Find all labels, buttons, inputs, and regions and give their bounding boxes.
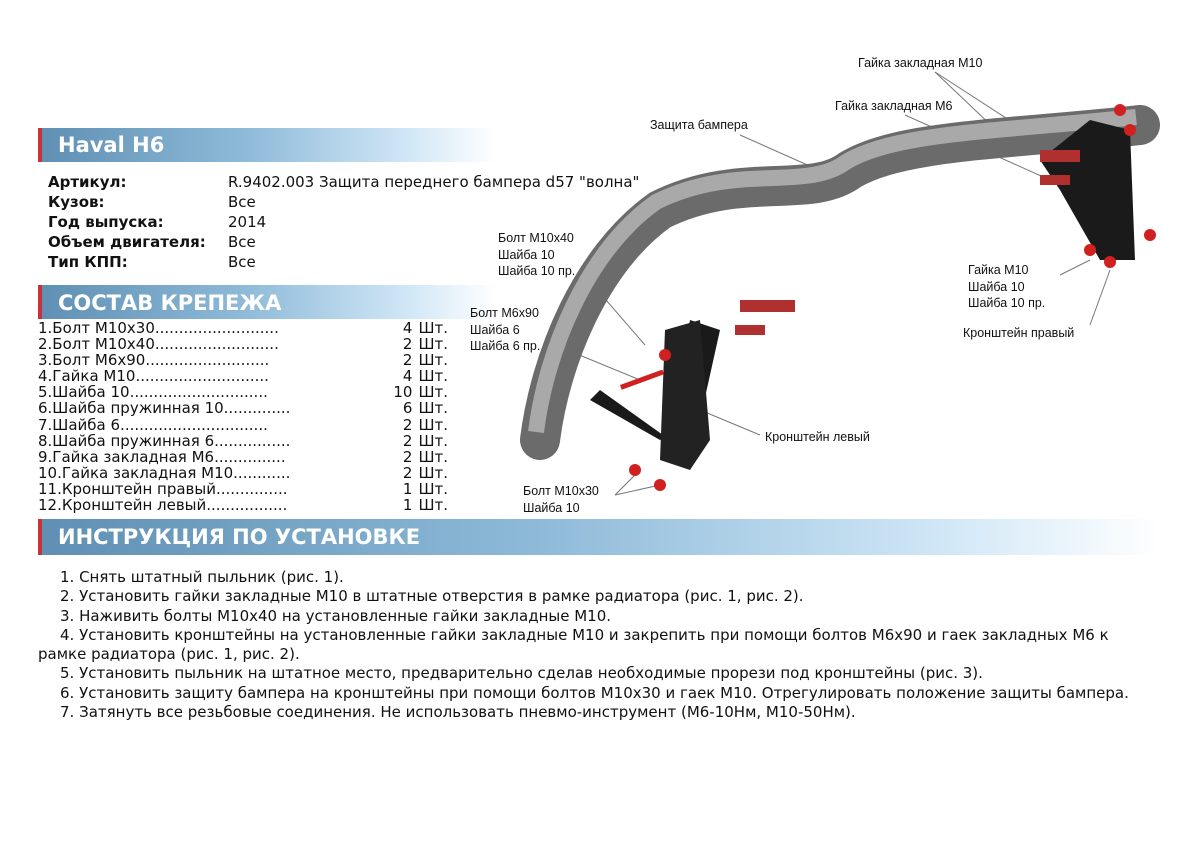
part-unit: Шт.	[418, 399, 448, 418]
parts-row: 6.Шайба пружинная 10.............. 6 Шт.	[38, 400, 448, 416]
label-line: Шайба 10 пр.	[968, 296, 1046, 310]
part-unit: Шт.	[418, 479, 448, 498]
label-line: Болт М10х30	[523, 484, 599, 498]
info-label: Тип КПП:	[48, 253, 128, 271]
parts-row: 5.Шайба 10............................. 1…	[38, 384, 448, 400]
part-unit: Шт.	[418, 431, 448, 450]
part-unit: Шт.	[418, 463, 448, 482]
info-label: Объем двигателя:	[48, 233, 206, 251]
label-bracket-left: Кронштейн левый	[765, 430, 870, 444]
parts-row: 10.Гайка закладная М10............ 2 Шт.	[38, 465, 448, 481]
part-qty: 2	[402, 335, 413, 354]
model-title-bar: Haval H6	[38, 128, 496, 162]
parts-row: 8.Шайба пружинная 6................ 2 Шт.	[38, 433, 448, 449]
label-line: Шайба 6 пр.	[470, 339, 541, 353]
part-unit: Шт.	[418, 496, 448, 515]
part-qty: 2	[402, 415, 413, 434]
label-line: Гайка М10	[968, 263, 1029, 277]
part-name: 4.Гайка М10............................	[38, 368, 269, 385]
info-value: Все	[228, 233, 256, 251]
instruction-step: 6. Установить защиту бампера на кронштей…	[60, 683, 1129, 702]
info-value: R.9402.003 Защита переднего бампера d57 …	[228, 173, 640, 191]
parts-list: 1.Болт М10х30.......................... 4…	[38, 320, 448, 513]
part-qty: 2	[402, 447, 413, 466]
parts-row: 7.Шайба 6...............................…	[38, 415, 448, 434]
part-name: 10.Гайка закладная М10............	[38, 464, 291, 481]
part-name: 5.Шайба 10.............................	[38, 384, 268, 401]
parts-title-bar: СОСТАВ КРЕПЕЖА	[38, 285, 496, 319]
instructions-title: ИНСТРУКЦИЯ ПО УСТАНОВКЕ	[58, 525, 421, 549]
label-line: Шайба 10	[968, 279, 1025, 294]
parts-row: 1.Болт М10х30.......................... 4…	[38, 320, 448, 336]
part-name: 2.Болт М10х40..........................	[38, 336, 279, 353]
instructions-title-bar: ИНСТРУКЦИЯ ПО УСТАНОВКЕ	[38, 519, 1160, 555]
instruction-step: 7. Затянуть все резьбовые соединения. Не…	[60, 703, 856, 722]
part-qty: 1	[402, 496, 413, 515]
label-line: Шайба 10	[523, 500, 580, 515]
label-bracket-right: Кронштейн правый	[963, 326, 1075, 340]
part-unit: Шт.	[418, 319, 448, 337]
part-qty: 4	[402, 367, 413, 386]
instruction-step: 1. Снять штатный пыльник (рис. 1).	[60, 568, 344, 586]
parts-row: 2.Болт М10х40.......................... 2…	[38, 336, 448, 352]
part-qty: 1	[402, 479, 413, 498]
part-unit: Шт.	[418, 447, 448, 466]
part-qty: 6	[402, 399, 413, 418]
parts-row: 4.Гайка М10............................ 4…	[38, 368, 448, 384]
info-value: 2014	[228, 213, 267, 231]
parts-title: СОСТАВ КРЕПЕЖА	[58, 291, 282, 315]
instructions-list: 1. Снять штатный пыльник (рис. 1).2. Уст…	[38, 568, 1148, 722]
part-name: 12.Кронштейн левый.................	[38, 497, 288, 514]
part-name: 11.Кронштейн правый...............	[38, 480, 288, 498]
parts-row: 11.Кронштейн правый............... 1 Шт.	[38, 481, 448, 497]
model-title: Haval H6	[58, 133, 165, 157]
instruction-step: 2. Установить гайки закладные М10 в штат…	[60, 587, 804, 606]
label-line: Болт М6х90	[470, 306, 539, 320]
part-name: 8.Шайба пружинная 6................	[38, 432, 291, 449]
info-value: Все	[228, 253, 256, 271]
instruction-step: 4. Установить кронштейны на установленны…	[38, 625, 1109, 664]
label-guard: Защита бампера	[650, 118, 748, 132]
part-unit: Шт.	[418, 415, 448, 434]
parts-row: 12.Кронштейн левый................. 1 Шт.	[38, 497, 448, 513]
part-unit: Шт.	[418, 367, 448, 386]
product-info: Артикул: R.9402.003 Защита переднего бамп…	[48, 172, 639, 272]
label-line: Шайба 6	[470, 322, 520, 337]
part-unit: Шт.	[418, 351, 448, 370]
part-qty: 2	[402, 431, 413, 450]
part-name: 3.Болт М6х90..........................	[38, 352, 270, 369]
part-qty: 2	[402, 351, 413, 370]
info-value: Все	[228, 193, 256, 211]
part-name: 9.Гайка закладная М6...............	[38, 448, 286, 465]
instruction-step: 3. Наживить болты М10х40 на установленны…	[60, 606, 612, 625]
instruction-step: 5. Установить пыльник на штатное место, …	[60, 664, 983, 683]
part-unit: Шт.	[418, 383, 448, 402]
info-label: Артикул:	[48, 173, 127, 191]
bolt-icons	[620, 104, 1156, 491]
part-qty: 10	[393, 383, 413, 402]
parts-row: 9.Гайка закладная М6............... 2 Шт.	[38, 449, 448, 465]
part-name: 1.Болт М10х30..........................	[38, 320, 279, 337]
part-unit: Шт.	[418, 335, 448, 354]
label-line: Шайба 10 пр.	[498, 264, 576, 278]
label-nut-m6: Гайка закладная М6	[835, 99, 953, 113]
part-qty: 2	[402, 463, 413, 482]
label-line: Болт М10х40	[498, 231, 574, 245]
info-label: Год выпуска:	[48, 213, 164, 231]
info-label: Кузов:	[48, 193, 105, 211]
part-qty: 4	[402, 319, 413, 337]
label-line: Шайба 10	[498, 247, 555, 262]
label-nut-m10: Гайка закладная М10	[858, 56, 983, 70]
part-name: 7.Шайба 6...............................	[38, 416, 268, 433]
part-name: 6.Шайба пружинная 10..............	[38, 400, 291, 417]
